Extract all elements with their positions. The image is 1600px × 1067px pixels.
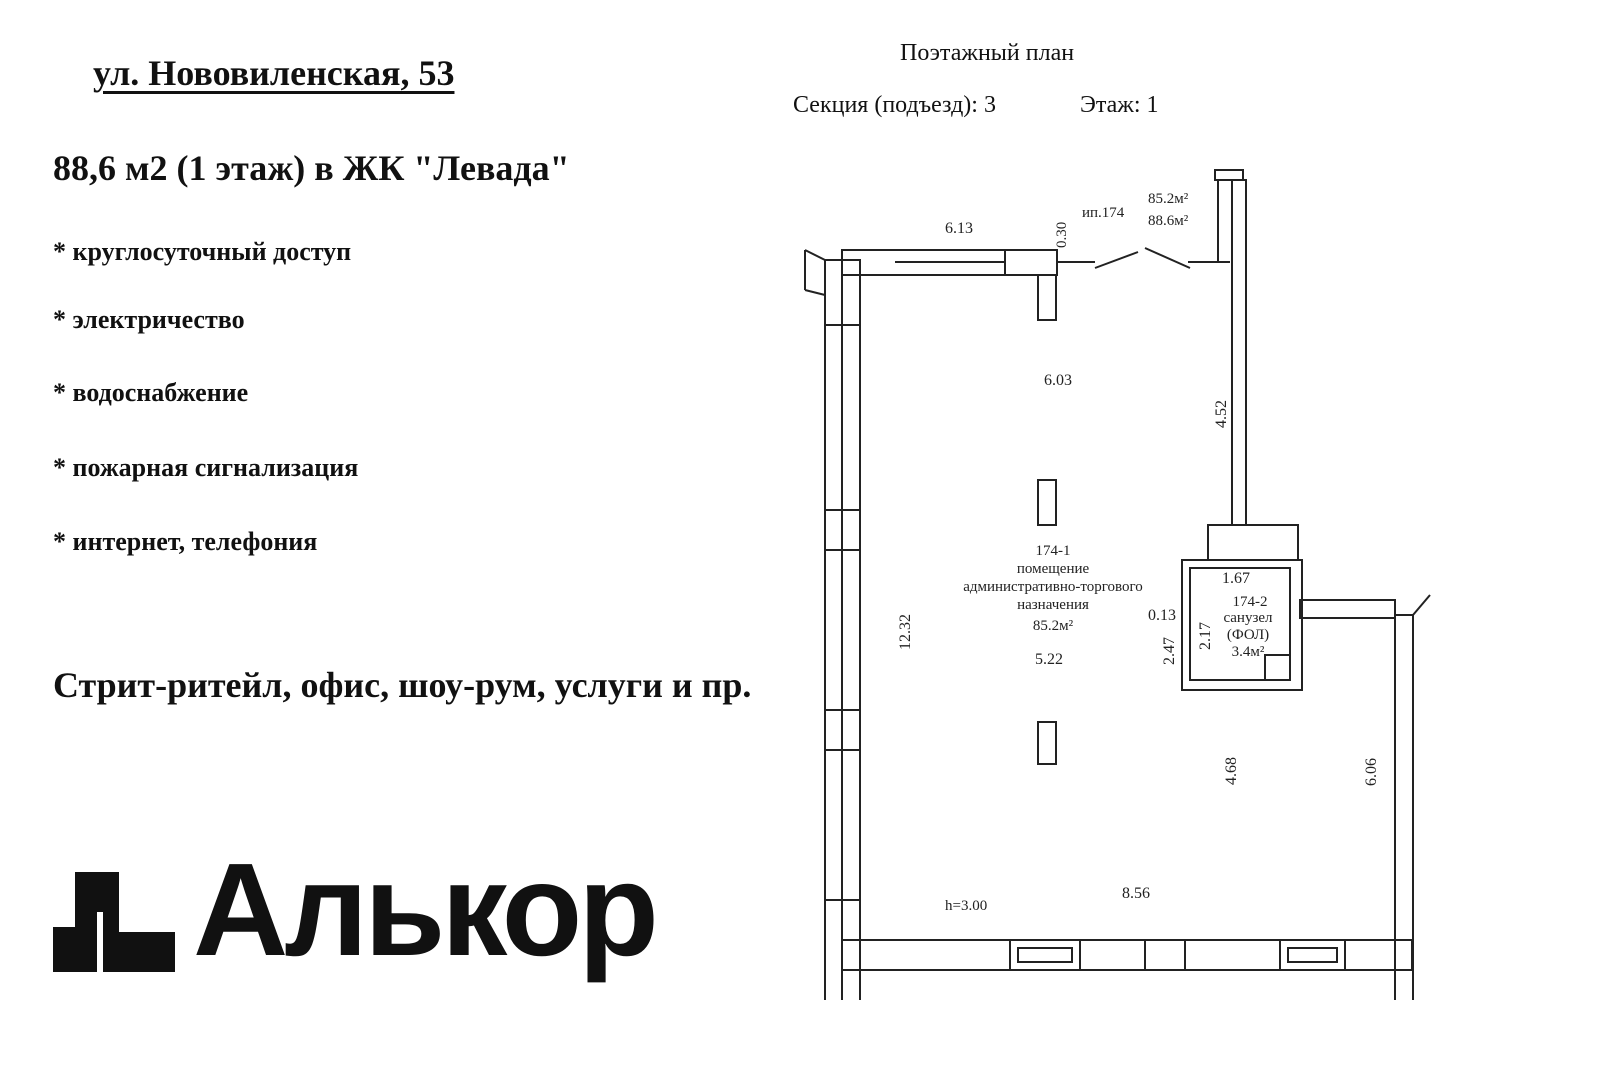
right-lower-wall	[1394, 614, 1414, 1000]
dim-gap: 0.13	[1148, 607, 1176, 624]
dim-lower-h: 4.68	[1223, 757, 1240, 785]
bathroom	[1181, 559, 1303, 691]
plan-title: Поэтажный план	[900, 40, 1075, 66]
address-heading: ул. Нововиленская, 53	[93, 53, 455, 93]
alkor-logo-mark-icon	[53, 872, 175, 972]
dim-top-left: 6.13	[945, 220, 973, 237]
column	[1037, 274, 1057, 321]
dim-bath-h1: 2.47	[1161, 637, 1178, 665]
room-main-line1: помещение	[1017, 561, 1090, 577]
dim-pillar: 0.30	[1054, 222, 1070, 248]
dim-right-lower: 6.06	[1363, 758, 1380, 786]
room-bath-area: 3.4м²	[1232, 644, 1265, 660]
dim-mid-width: 5.22	[1035, 651, 1063, 668]
bottom-wall	[841, 939, 1413, 971]
room-bath-code: 174-2	[1233, 594, 1268, 610]
entrance-door-left	[1094, 251, 1139, 269]
room-bath-line2: (ФОЛ)	[1227, 627, 1269, 643]
entrance-door-right	[1144, 247, 1191, 269]
ceiling-height: h=3.00	[945, 898, 987, 914]
feature-item: * интернет, телефония	[53, 527, 318, 556]
interior-column	[1037, 721, 1057, 765]
right-upper-wall	[1231, 179, 1247, 526]
plan-floor: Этаж: 1	[1080, 92, 1159, 118]
floor-plan: 6.13 0.30 ип.174 85.2м² 88.6м² 6.03 4.52…	[804, 169, 1431, 1000]
room-main-line2: административно-торгового	[963, 579, 1143, 595]
dim-right-upper: 4.52	[1213, 400, 1230, 428]
dim-left-side: 12.32	[897, 614, 914, 650]
feature-item: * водоснабжение	[53, 378, 249, 407]
room-bath-line1: санузел	[1223, 610, 1273, 626]
area-title: 88,6 м2 (1 этаж) в ЖК "Левада"	[53, 148, 570, 188]
dim-bath-width: 1.67	[1222, 570, 1250, 587]
entrance-label: ип.174	[1082, 205, 1125, 221]
feature-item: * круглосуточный доступ	[53, 237, 352, 266]
area-b: 88.6м²	[1148, 213, 1189, 229]
room-main-area: 85.2м²	[1033, 618, 1074, 634]
plan-section: Секция (подъезд): 3	[793, 92, 996, 118]
usage-description: Стрит-ритейл, офис, шоу-рум, услуги и пр…	[53, 665, 752, 705]
feature-item: * пожарная сигнализация	[53, 453, 359, 482]
interior-column	[1037, 479, 1057, 526]
alkor-logo: Алькор	[53, 844, 659, 1010]
feature-item: * электричество	[53, 305, 245, 334]
area-a: 85.2м²	[1148, 191, 1189, 207]
room-main-code: 174-1	[1036, 543, 1071, 559]
dim-bottom: 8.56	[1122, 885, 1150, 902]
bathroom-top	[1207, 524, 1299, 561]
logo-wordmark: Алькор	[193, 836, 659, 983]
dim-inner-top: 6.03	[1044, 372, 1072, 389]
room-main-line3: назначения	[1017, 597, 1089, 613]
dim-bath-h2: 2.17	[1197, 622, 1214, 650]
